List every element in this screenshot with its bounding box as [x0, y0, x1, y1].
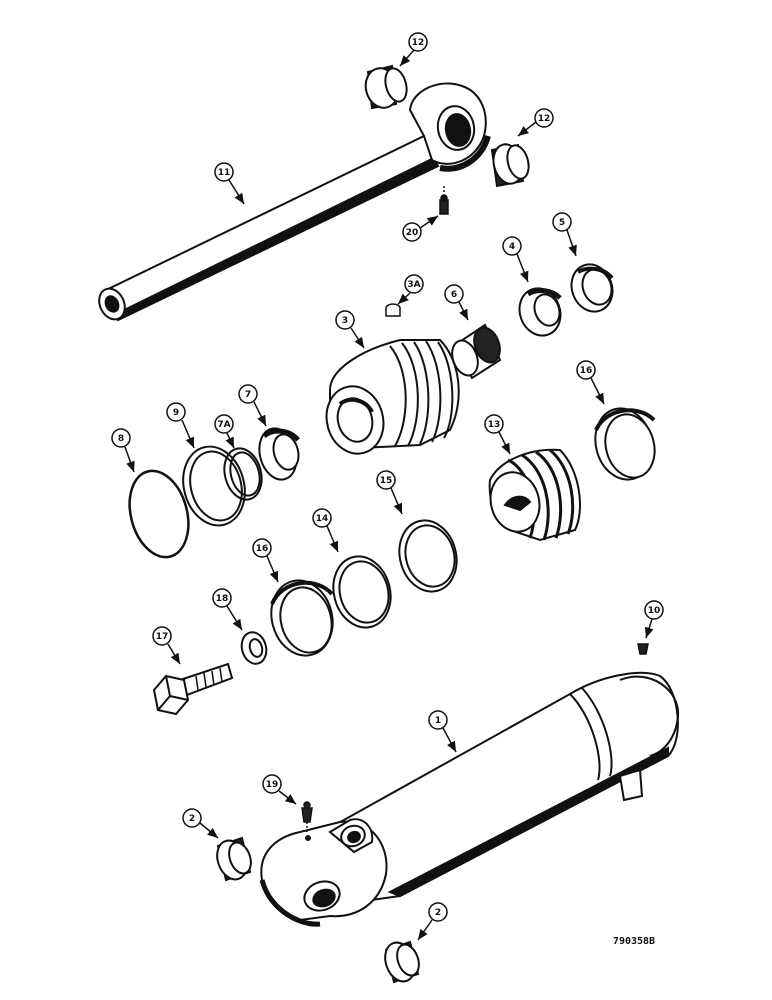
wear-ring-16-lower	[270, 579, 334, 657]
callout-label: 3A	[407, 280, 420, 290]
callout-label: 2	[435, 908, 441, 918]
callout-17: 17	[152, 626, 181, 665]
callout-label: 7A	[217, 420, 230, 430]
piston-rod-11	[98, 82, 491, 322]
callout-9: 9	[166, 402, 195, 449]
callout-13: 13	[484, 414, 511, 455]
ring-7A	[223, 447, 263, 501]
callout-label: 16	[256, 544, 269, 554]
grease-fitting-19	[301, 801, 313, 834]
callout-10: 10	[644, 600, 664, 639]
callout-2-lower: 2	[417, 902, 448, 941]
ring-9	[182, 445, 246, 527]
callout-label: 18	[216, 594, 229, 604]
piston-13	[488, 448, 581, 542]
bushing-12-right	[490, 143, 530, 188]
fitting-10	[637, 643, 649, 655]
callout-label: 20	[406, 228, 419, 238]
callout-5: 5	[552, 212, 577, 257]
cylinder-barrel-1	[259, 671, 680, 927]
callout-label: 7	[245, 390, 251, 400]
cylinder-head-3	[325, 339, 460, 455]
callout-label: 10	[648, 606, 661, 616]
callout-label: 15	[380, 476, 393, 486]
callout-18: 18	[212, 588, 243, 631]
callout-11: 11	[214, 162, 245, 205]
callout-label: 16	[580, 366, 593, 376]
bushing-12-upper	[364, 64, 408, 110]
callout-label: 19	[266, 780, 279, 790]
callout-label: 3	[342, 316, 348, 326]
callout-16-right: 16	[576, 360, 605, 405]
washer-18	[240, 631, 268, 665]
callout-label: 6	[451, 290, 457, 300]
callout-label: 1	[435, 716, 441, 726]
bolt-17	[152, 662, 234, 716]
ring-5	[570, 263, 614, 313]
grease-fitting-20	[439, 186, 449, 215]
callout-3: 3	[335, 310, 365, 349]
callout-12-right: 12	[517, 108, 554, 137]
callout-1: 1	[428, 710, 457, 753]
bushing-2-upper	[216, 836, 252, 882]
ring-7	[258, 427, 300, 481]
callout-label: 13	[488, 420, 501, 430]
bushing-6	[451, 323, 502, 380]
ring-4	[518, 287, 562, 337]
bushing-2-lower	[384, 940, 420, 984]
plug-3A	[385, 303, 401, 317]
callout-8: 8	[111, 428, 135, 473]
callout-14: 14	[312, 508, 339, 553]
callout-4: 4	[502, 236, 529, 283]
callout-7A: 7A	[214, 414, 235, 449]
callout-label: 8	[118, 434, 124, 444]
o-ring-8	[128, 469, 190, 559]
callout-6: 6	[444, 284, 469, 321]
callout-15: 15	[376, 470, 403, 515]
callout-12-upper: 12	[399, 32, 428, 67]
seal-14	[332, 555, 392, 629]
callout-label: 17	[156, 632, 169, 642]
seal-15	[398, 519, 458, 593]
callout-2-upper: 2	[182, 808, 219, 839]
callout-label: 2	[189, 814, 195, 824]
wear-ring-16-right	[594, 407, 656, 481]
callout-20: 20	[402, 215, 439, 242]
callout-19: 19	[262, 774, 297, 805]
callout-label: 12	[538, 114, 551, 124]
callout-label: 11	[218, 168, 231, 178]
callout-16-lower: 16	[252, 538, 279, 583]
callout-label: 4	[509, 242, 515, 252]
callout-label: 5	[559, 218, 565, 228]
callout-label: 9	[173, 408, 179, 418]
callout-7: 7	[238, 384, 267, 427]
callout-3A: 3A	[397, 274, 424, 305]
drawing-code: 790358B	[613, 936, 655, 947]
callout-label: 14	[316, 514, 329, 524]
callout-label: 12	[412, 38, 425, 48]
